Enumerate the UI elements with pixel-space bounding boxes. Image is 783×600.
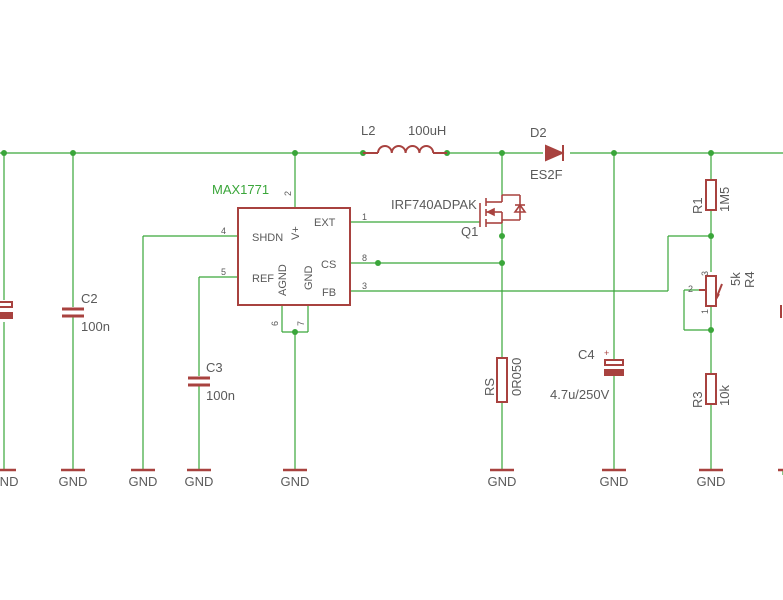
inductor-l2 — [377, 145, 435, 154]
pin-num-ref: 5 — [221, 267, 226, 277]
junction-dot — [499, 150, 505, 156]
gnd-label: GND — [0, 474, 18, 489]
pin-num-shdn: 4 — [221, 226, 226, 236]
capacitor-partial — [0, 301, 13, 319]
pin-num-vplus: 2 — [283, 191, 293, 196]
r4-pin-3: 3 — [700, 271, 710, 276]
pin-num-fb: 3 — [362, 281, 367, 291]
junction-dot — [1, 150, 7, 156]
capacitor-c4 — [604, 359, 624, 376]
d2-ref: D2 — [530, 125, 547, 140]
pin-name-agnd: AGND — [277, 264, 289, 296]
c4-ref: C4 — [578, 347, 595, 362]
l2-value: 100uH — [408, 123, 446, 138]
junction-dot — [70, 150, 76, 156]
d2-value: ES2F — [530, 167, 563, 182]
r4-pin-2: 2 — [688, 284, 693, 294]
pin-name-ref: REF — [252, 273, 274, 285]
wires — [0, 152, 783, 475]
capacitor-c3 — [188, 376, 210, 387]
pin-name-gnd: GND — [303, 266, 315, 291]
r1-value: 1M5 — [717, 187, 732, 212]
r4-ref: R4 — [742, 271, 757, 288]
r1-ref: R1 — [690, 197, 705, 214]
gnd-label: GND — [59, 474, 88, 489]
gnd-label: GND — [697, 474, 726, 489]
ic-body — [237, 207, 351, 306]
l2-ref: L2 — [361, 123, 375, 138]
pin-name-vplus: V+ — [290, 226, 302, 240]
resistor-r1 — [705, 179, 717, 211]
junction-dot — [708, 150, 714, 156]
r4-pin-1: 1 — [700, 309, 710, 314]
capacitor-c2 — [62, 307, 84, 318]
c4-value: 4.7u/250V — [550, 387, 610, 402]
junction-dot — [708, 327, 714, 333]
components — [0, 144, 782, 405]
q1-ref: Q1 — [461, 224, 478, 239]
gnd-label: GND — [488, 474, 517, 489]
c3-value: 100n — [206, 388, 235, 403]
gnd-label: GND — [600, 474, 629, 489]
junction-dot — [499, 233, 505, 239]
c2-value: 100n — [81, 319, 110, 334]
c4-polarity: + — [604, 348, 609, 358]
mosfet-q1 — [479, 194, 527, 227]
diode-d2 — [545, 144, 565, 162]
pin-num-agnd: 6 — [270, 321, 280, 326]
c2-ref: C2 — [81, 291, 98, 306]
pin-num-cs: 8 — [362, 253, 367, 263]
resistor-r3 — [705, 373, 717, 405]
pin-name-ext: EXT — [314, 217, 336, 229]
c3-ref: C3 — [206, 360, 223, 375]
junction-dot — [611, 150, 617, 156]
junction-dot — [499, 260, 505, 266]
rs-value: 0R050 — [509, 358, 524, 396]
gnd-label: GND — [185, 474, 214, 489]
junction-dot — [292, 329, 298, 335]
q1-value: IRF740ADPAK — [391, 197, 477, 212]
r3-value: 10k — [717, 385, 732, 406]
gnd-label: GND — [281, 474, 310, 489]
pin-name-shdn: SHDN — [252, 232, 283, 244]
junction-dot — [708, 233, 714, 239]
r4-value: 5k — [728, 272, 743, 286]
pin-num-gnd: 7 — [296, 321, 306, 326]
junction-dot — [375, 260, 381, 266]
rs-ref: RS — [482, 378, 497, 396]
r3-ref: R3 — [690, 391, 705, 408]
ic-name: MAX1771 — [212, 182, 269, 197]
pin-name-fb: FB — [322, 287, 336, 299]
gnd-label: GND — [129, 474, 158, 489]
junction-dot — [292, 150, 298, 156]
pin-num-ext: 1 — [362, 212, 367, 222]
resistor-rs — [496, 357, 508, 403]
pin-name-cs: CS — [321, 259, 336, 271]
potentiometer-r4 — [699, 275, 723, 307]
